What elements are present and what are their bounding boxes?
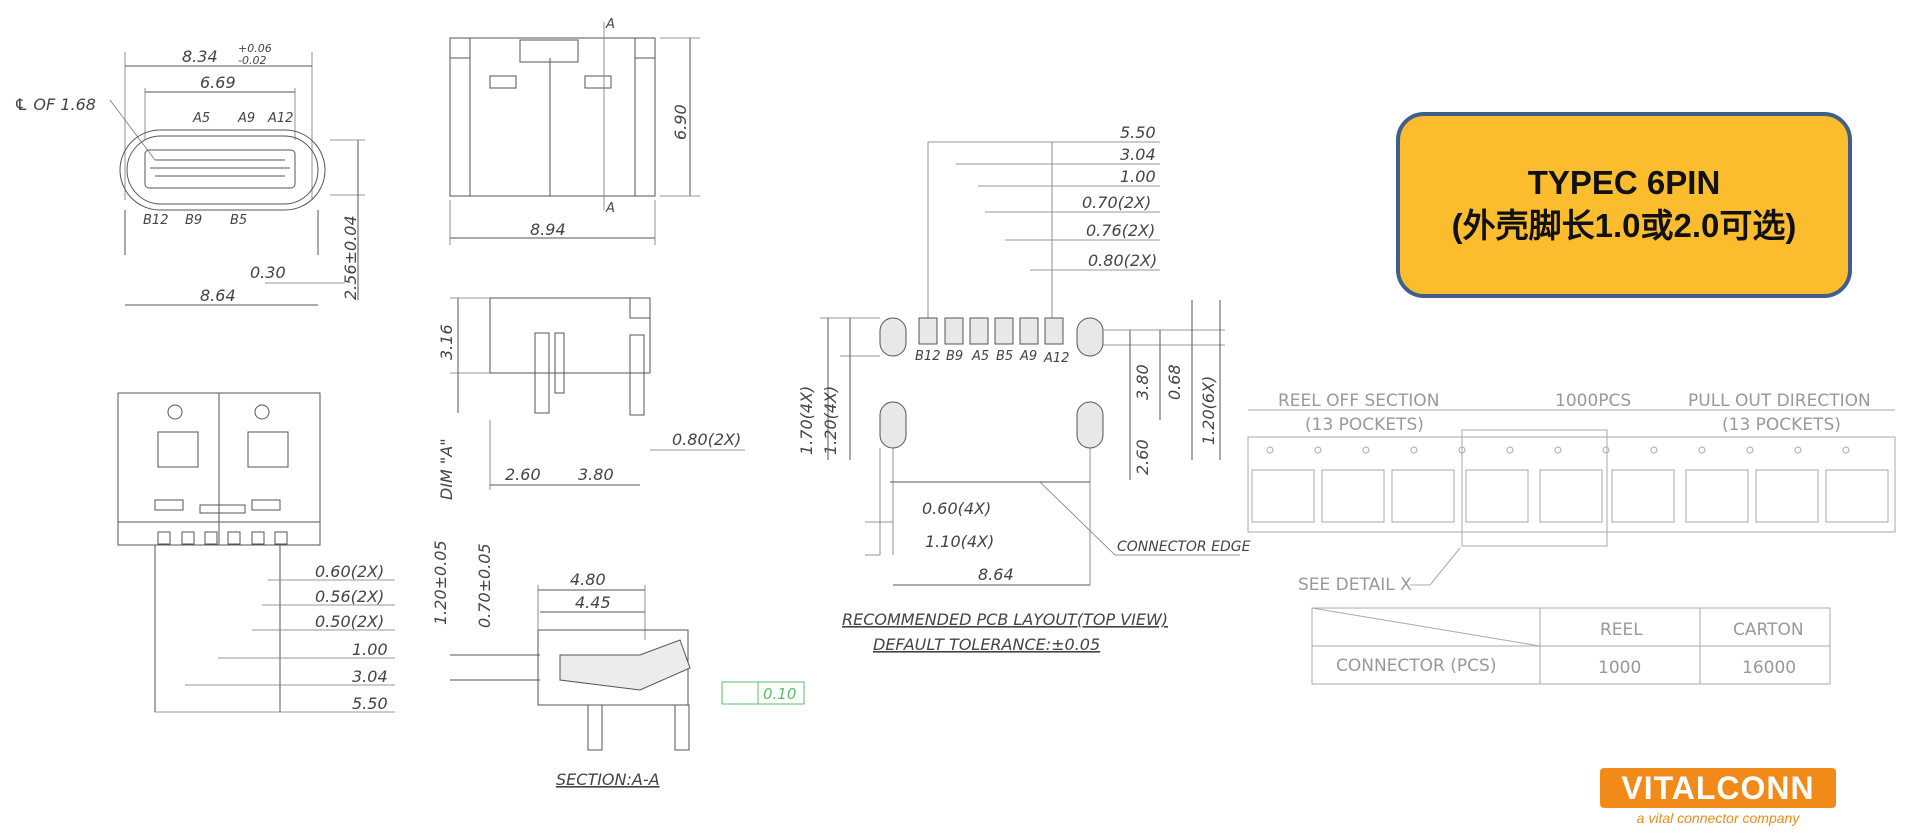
- pcb-caption: RECOMMENDED PCB LAYOUT(TOP VIEW): [842, 610, 1168, 629]
- reel-section: REEL OFF SECTION (13 POCKETS) 1000PCS PU…: [1247, 391, 1896, 595]
- pcb-dim-top-5: 0.80(2X): [1088, 251, 1157, 270]
- dim-tol-plus: +0.06: [238, 42, 272, 55]
- pcb-pin-b12: B12: [915, 349, 940, 364]
- reel-pull-label: PULL OUT DIRECTION: [1688, 391, 1871, 411]
- centerline-label: ℄ OF 1.68: [14, 95, 96, 114]
- pack-header-reel: REEL: [1600, 620, 1643, 640]
- dim-445: 4.45: [575, 593, 611, 612]
- pcb-dim-top-2: 1.00: [1120, 167, 1156, 186]
- pcb-dim-top-0: 5.50: [1120, 123, 1156, 142]
- dim-070: 0.70±0.05: [475, 543, 494, 628]
- pcb-dim-260: 2.60: [1133, 439, 1152, 475]
- bottom-dim-2: 0.50(2X): [315, 612, 384, 631]
- pack-header-carton: CARTON: [1733, 620, 1804, 640]
- vitalconn-logo: VITALCONN a vital connector company: [1600, 768, 1840, 828]
- connector-edge-label: CONNECTOR EDGE: [1117, 539, 1251, 555]
- dim-a-label: DIM "A": [437, 438, 456, 500]
- callout-subtitle: (外壳脚长1.0或2.0可选): [1451, 207, 1797, 244]
- pcb-dim-060: 0.60(4X): [922, 499, 991, 518]
- pack-table: REEL CARTON CONNECTOR (PCS) 1000 16000: [1311, 607, 1831, 685]
- section-label: SECTION:A-A: [556, 770, 660, 789]
- dim-tol-minus: -0.02: [238, 54, 266, 67]
- dim-inner: 6.69: [200, 73, 236, 92]
- section-mark-bottom: A: [605, 201, 615, 216]
- pack-value-carton: 16000: [1742, 658, 1796, 678]
- dim-894: 8.94: [530, 220, 566, 239]
- dim-864: 8.64: [200, 286, 236, 305]
- pcb-dim-top-4: 0.76(2X): [1086, 221, 1155, 240]
- pin-top-a9: A9: [237, 111, 255, 126]
- end-view: 3.16 DIM "A" 2.60 3.80 0.80(2X): [437, 297, 745, 500]
- product-callout: TYPEC 6PIN (外壳脚长1.0或2.0可选): [1396, 112, 1852, 298]
- dim-120: 1.20±0.05: [431, 540, 450, 625]
- reel-off-label: REEL OFF SECTION: [1278, 391, 1439, 411]
- section-view: 4.80 4.45 1.20±0.05 0.70±0.05 0.10 SECTI…: [431, 540, 805, 789]
- pcb-dim-top-3: 0.70(2X): [1082, 193, 1151, 212]
- logo-box: [1600, 768, 1836, 808]
- pin-bottom-b9: B9: [185, 213, 202, 228]
- pin-top-a12: A12: [267, 111, 293, 126]
- pcb-pin-b5: B5: [996, 349, 1013, 364]
- pcb-dim-380: 3.80: [1133, 364, 1152, 400]
- pcb-pin-a12: A12: [1043, 351, 1069, 366]
- pack-value-reel: 1000: [1598, 658, 1641, 678]
- dim-260: 2.60: [505, 465, 541, 484]
- pcb-dim-110: 1.10(4X): [925, 532, 994, 551]
- pack-row-label: CONNECTOR (PCS): [1336, 656, 1496, 676]
- dim-height: 2.56±0.04: [341, 215, 360, 300]
- pcb-layout: 5.50 3.04 1.00 0.70(2X) 0.76(2X) 0.80(2X…: [797, 123, 1251, 654]
- side-view: A A 8.94 6.90: [449, 17, 700, 245]
- flatness-value: 0.10: [763, 685, 796, 703]
- pcb-tolerance: DEFAULT TOLERANCE:±0.05: [873, 635, 1100, 654]
- pcb-dim-170: 1.70(4X): [797, 386, 816, 455]
- pcb-dim-120: 1.20(4X): [821, 386, 840, 455]
- reel-off-sub: (13 POCKETS): [1305, 415, 1424, 435]
- section-mark-top: A: [605, 17, 615, 32]
- bottom-dim-5: 5.50: [352, 694, 388, 713]
- reel-center-label: 1000PCS: [1555, 391, 1631, 411]
- pin-bottom-b5: B5: [230, 213, 247, 228]
- dim-480: 4.80: [570, 570, 606, 589]
- dim-316: 3.16: [437, 324, 456, 360]
- bottom-view: 0.60(2X) 0.56(2X) 0.50(2X) 1.00 3.04 5.5…: [117, 392, 395, 713]
- dim-width-top: 8.34: [182, 47, 218, 66]
- pcb-pin-a9: A9: [1019, 349, 1037, 364]
- see-detail-label: SEE DETAIL X: [1298, 575, 1412, 595]
- dim-030: 0.30: [250, 263, 286, 282]
- logo-brand: VITALCONN: [1621, 770, 1815, 806]
- logo-tagline: a vital connector company: [1636, 810, 1800, 826]
- pcb-dim-120-6x: 1.20(6X): [1199, 376, 1218, 445]
- dim-080: 0.80(2X): [672, 430, 741, 449]
- front-view: 8.34 +0.06 -0.02 6.69 ℄ OF 1.68 A5 A9 A1…: [14, 42, 365, 306]
- bottom-dim-3: 1.00: [352, 640, 388, 659]
- bottom-dim-0: 0.60(2X): [315, 562, 384, 581]
- reel-pull-sub: (13 POCKETS): [1722, 415, 1841, 435]
- dim-380: 3.80: [578, 465, 614, 484]
- callout-title: TYPEC 6PIN: [1527, 164, 1721, 202]
- bottom-dim-1: 0.56(2X): [315, 587, 384, 606]
- pin-top-a5: A5: [192, 111, 210, 126]
- dim-690: 6.90: [671, 104, 690, 140]
- pcb-dim-068: 0.68: [1165, 364, 1184, 400]
- pcb-pin-a5: A5: [971, 349, 989, 364]
- bottom-dim-4: 3.04: [352, 667, 388, 686]
- pin-bottom-b12: B12: [143, 213, 168, 228]
- pcb-dim-864: 8.64: [978, 565, 1014, 584]
- pcb-dim-top-1: 3.04: [1120, 145, 1156, 164]
- pcb-pin-b9: B9: [946, 349, 963, 364]
